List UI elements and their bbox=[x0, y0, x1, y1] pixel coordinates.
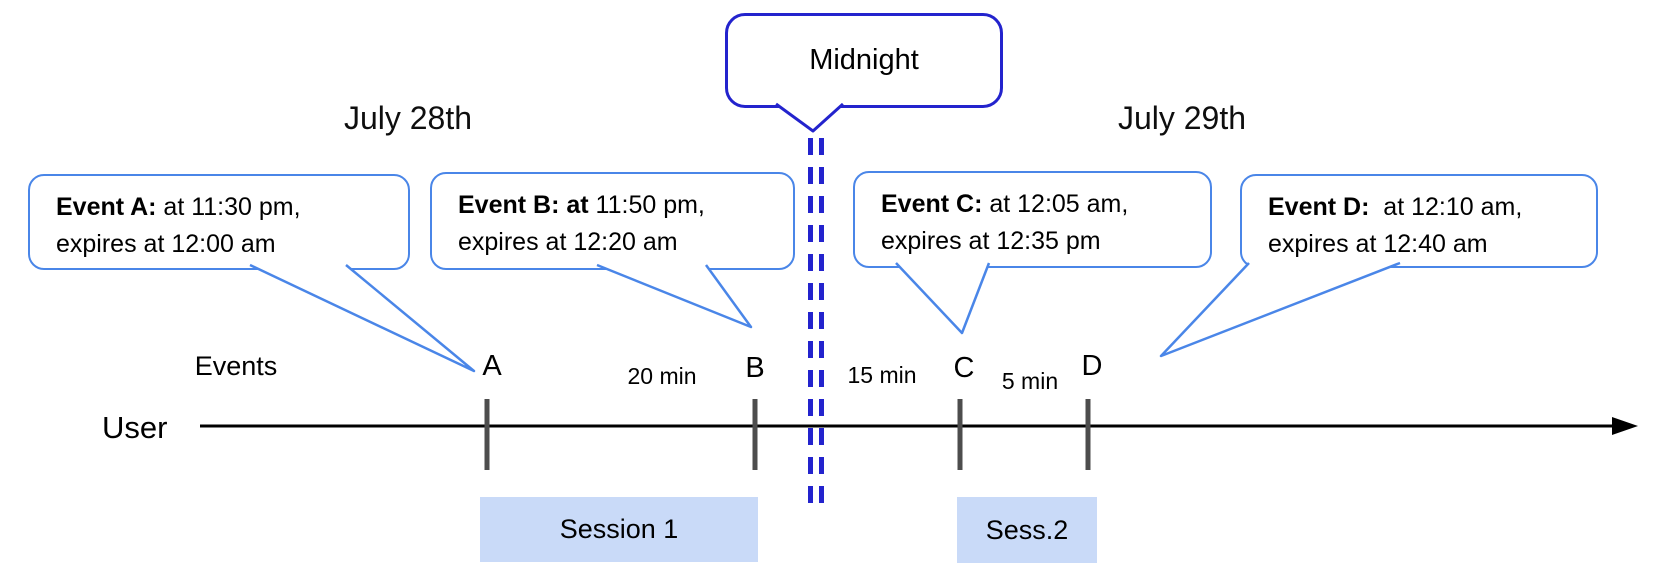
event-c-callout: Event C: at 12:05 am, expires at 12:35 p… bbox=[853, 171, 1212, 268]
tick-label-c: C bbox=[953, 352, 975, 384]
interval-20min: 20 min bbox=[627, 363, 697, 389]
event-c-tail bbox=[895, 262, 991, 335]
event-b-title: Event B: at bbox=[458, 191, 589, 219]
event-c-expiry: expires at 12:35 pm bbox=[881, 227, 1101, 255]
event-d-tail bbox=[1159, 261, 1401, 358]
tick-label-d: D bbox=[1081, 350, 1103, 382]
date-july-28: July 28th bbox=[343, 100, 473, 136]
interval-15min: 15 min bbox=[847, 362, 917, 388]
event-a-tail bbox=[249, 263, 476, 373]
event-a-time: at 11:30 pm, bbox=[156, 193, 301, 221]
timeline-arrow-icon bbox=[1612, 417, 1638, 435]
midnight-bubble-tail bbox=[775, 102, 845, 133]
midnight-label: Midnight bbox=[809, 44, 919, 76]
tick-label-a: A bbox=[482, 350, 502, 382]
interval-5min: 5 min bbox=[1001, 368, 1059, 394]
event-b-callout: Event B: at 11:50 pm, expires at 12:20 a… bbox=[430, 172, 795, 270]
event-d-title: Event D: bbox=[1268, 193, 1370, 221]
session-2-label: Sess.2 bbox=[985, 514, 1069, 545]
event-a-title: Event A: bbox=[56, 193, 157, 221]
event-b-time: 11:50 pm, bbox=[588, 191, 705, 219]
event-c-time: at 12:05 am, bbox=[982, 190, 1129, 218]
event-a-expiry: expires at 12:00 am bbox=[56, 230, 276, 258]
user-label: User bbox=[102, 410, 168, 445]
session-1-box: Session 1 bbox=[480, 497, 758, 562]
date-july-29: July 29th bbox=[1117, 100, 1247, 136]
event-c-title: Event C: bbox=[881, 190, 983, 218]
session-2-box: Sess.2 bbox=[957, 497, 1097, 563]
tick-label-b: B bbox=[745, 352, 765, 384]
event-d-time: at 12:10 am, bbox=[1369, 193, 1523, 221]
event-b-expiry: expires at 12:20 am bbox=[458, 228, 678, 256]
event-d-callout: Event D: at 12:10 am, expires at 12:40 a… bbox=[1240, 174, 1598, 268]
events-label: Events bbox=[194, 351, 278, 381]
session-1-label: Session 1 bbox=[559, 514, 679, 544]
event-a-callout: Event A: at 11:30 pm, expires at 12:00 a… bbox=[28, 174, 410, 270]
event-b-tail bbox=[596, 263, 753, 329]
event-d-expiry: expires at 12:40 am bbox=[1268, 230, 1488, 258]
midnight-bubble: Midnight bbox=[725, 13, 1003, 108]
